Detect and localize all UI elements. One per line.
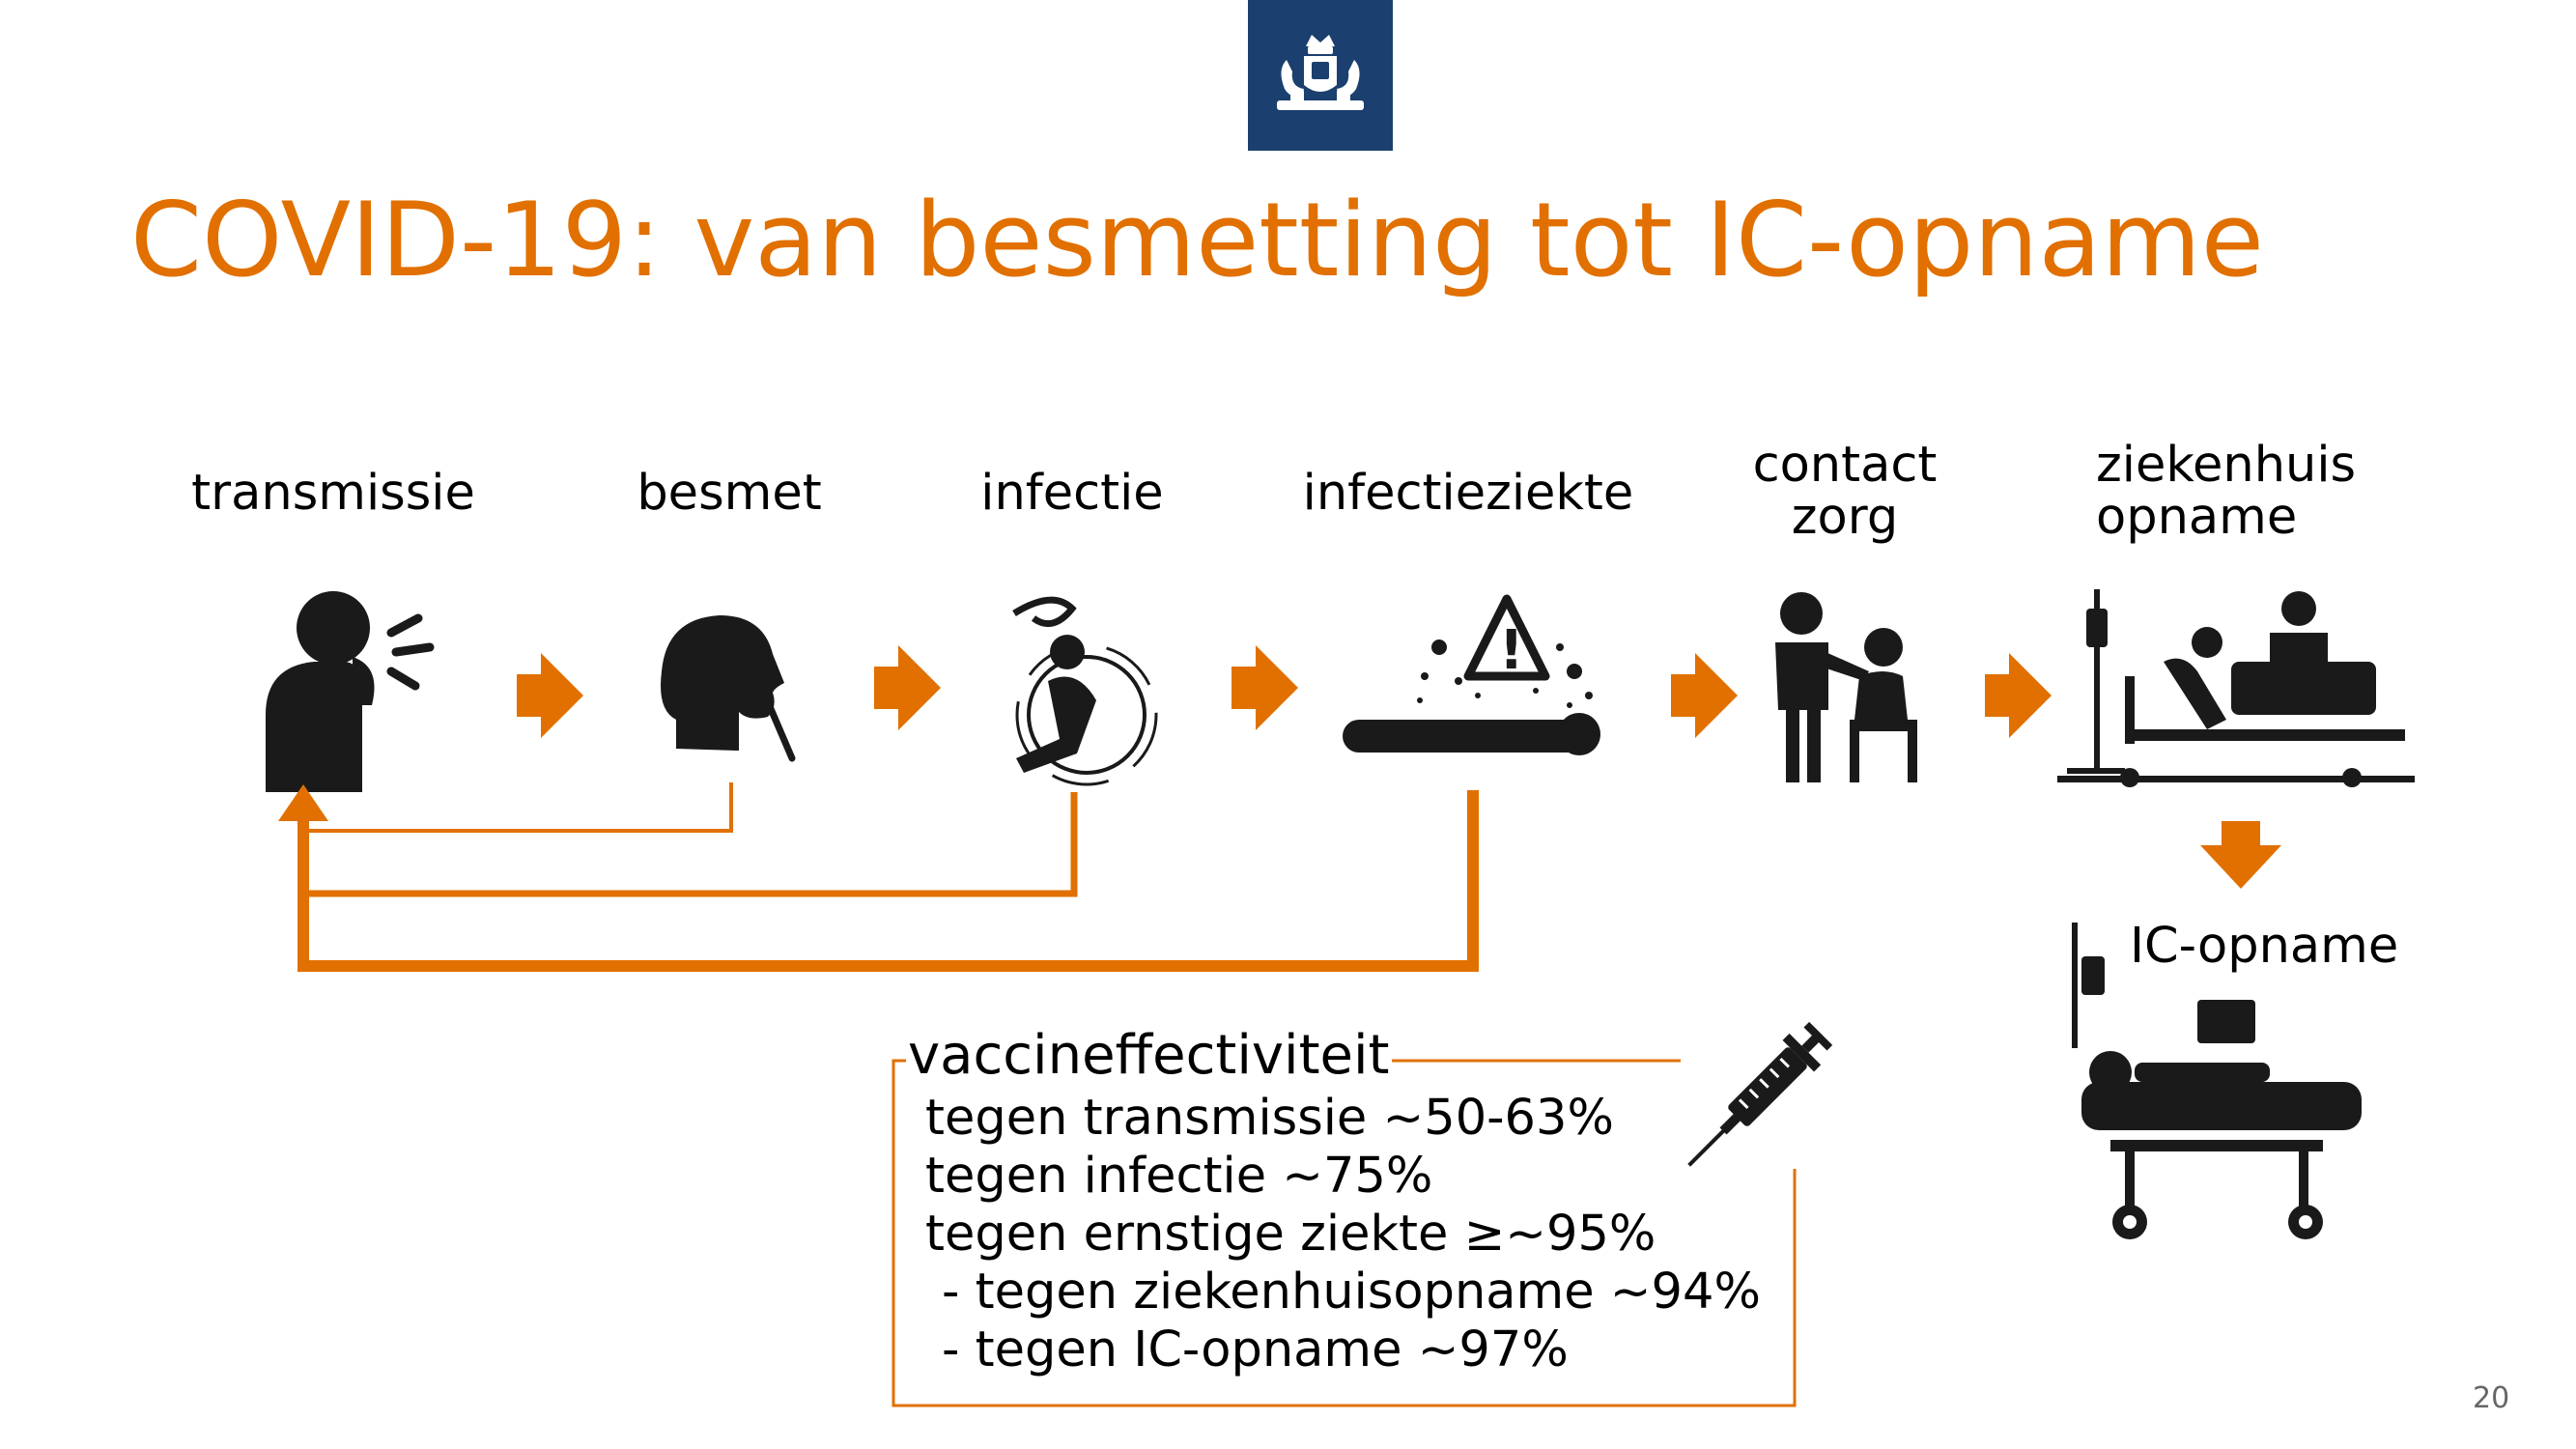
vaccine-line: tegen transmissie ~50-63% bbox=[925, 1090, 1614, 1147]
step-label-line: zorg bbox=[1791, 488, 1899, 546]
dizzy-person-icon bbox=[1012, 596, 1158, 786]
nasal-swab-icon bbox=[661, 615, 796, 762]
arrow-right-icon bbox=[1231, 645, 1298, 730]
vaccine-line: tegen infectie ~75% bbox=[925, 1148, 1433, 1205]
doctor-patient-icon bbox=[1775, 592, 1917, 782]
government-logo bbox=[1248, 0, 1393, 151]
coat-of-arms-icon bbox=[1277, 35, 1364, 110]
step-label-infectieziekte: infectieziekte bbox=[1302, 465, 1634, 522]
feedback-line-infectie bbox=[305, 792, 1078, 897]
feedback-line-besmet bbox=[305, 782, 733, 833]
step-label-line: opname bbox=[2096, 488, 2298, 546]
arrow-down-icon bbox=[2200, 821, 2281, 889]
vaccine-line: tegen ernstige ziekte ≥~95% bbox=[925, 1206, 1656, 1263]
step-label-line: ziekenhuis bbox=[2096, 437, 2357, 494]
syringe-icon bbox=[1687, 1021, 1833, 1167]
icu-bed-icon bbox=[2072, 923, 2362, 1239]
arrow-right-icon bbox=[517, 653, 583, 738]
coughing-person-icon bbox=[266, 591, 435, 792]
feedback-line-infectieziekte bbox=[297, 790, 1479, 972]
vaccine-effectiveness-title: vaccineffectiviteit bbox=[906, 1024, 1392, 1087]
sick-person-lying-icon: ! bbox=[1343, 594, 1600, 755]
step-label-besmet: besmet bbox=[637, 465, 822, 522]
arrow-right-icon bbox=[1671, 653, 1738, 738]
svg-text:!: ! bbox=[1499, 619, 1524, 682]
ic-opname-label: IC-opname bbox=[2130, 918, 2399, 975]
page-title: COVID-19: van besmetting tot IC-opname bbox=[130, 181, 2264, 299]
step-label-line: contact bbox=[1752, 437, 1938, 494]
page-number: 20 bbox=[2473, 1381, 2510, 1415]
vaccine-line: - tegen ziekenhuisopname ~94% bbox=[942, 1264, 1761, 1321]
arrow-right-icon bbox=[1985, 653, 2052, 738]
step-label-transmissie: transmissie bbox=[191, 465, 475, 522]
step-label-infectie: infectie bbox=[980, 465, 1164, 522]
hospital-bed-icon bbox=[2057, 589, 2415, 787]
step-label-ziekenhuis-opname: ziekenhuis opname bbox=[2096, 440, 2386, 543]
arrow-right-icon bbox=[874, 645, 941, 730]
arrow-up-icon bbox=[278, 784, 328, 821]
vaccine-line: - tegen IC-opname ~97% bbox=[942, 1321, 1569, 1378]
step-label-contact-zorg: contact zorg bbox=[1729, 440, 1961, 543]
vaccine-box-border bbox=[892, 1059, 1797, 1407]
